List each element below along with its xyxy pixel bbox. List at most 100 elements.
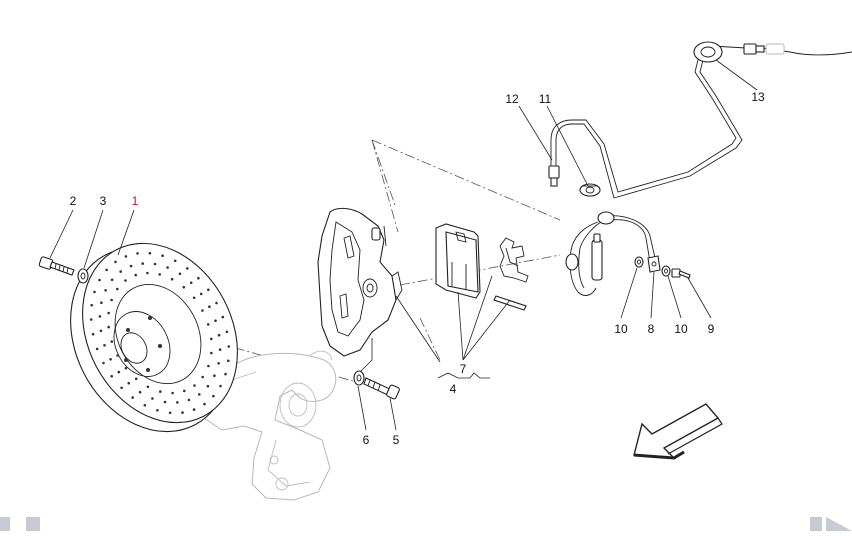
drill-hole bbox=[136, 252, 139, 255]
pipe-clip bbox=[579, 183, 601, 197]
drill-hole bbox=[199, 292, 203, 296]
drill-hole bbox=[171, 391, 174, 395]
drill-hole bbox=[151, 397, 154, 400]
drill-hole bbox=[89, 318, 93, 321]
drill-hole bbox=[134, 273, 137, 277]
drill-hole bbox=[127, 381, 131, 385]
drill-hole bbox=[198, 393, 201, 396]
brake-disc bbox=[70, 242, 238, 433]
callout-3: 3 bbox=[100, 194, 107, 208]
brake-pipe bbox=[550, 45, 852, 199]
drill-hole bbox=[214, 319, 217, 323]
callout-5: 5 bbox=[393, 433, 400, 447]
drill-hole bbox=[227, 345, 231, 348]
drill-hole bbox=[192, 408, 196, 411]
nav-left-icon[interactable] bbox=[0, 517, 44, 531]
disc-screw bbox=[38, 256, 75, 276]
drill-hole bbox=[124, 255, 128, 258]
drill-hole bbox=[213, 374, 216, 378]
drill-hole bbox=[99, 329, 103, 333]
sensor-bracket bbox=[647, 255, 661, 273]
drill-hole bbox=[192, 296, 196, 300]
drill-hole bbox=[193, 384, 196, 387]
drill-hole bbox=[104, 289, 107, 292]
disc-drill-holes bbox=[89, 251, 231, 415]
callout-10-right: 10 bbox=[674, 322, 688, 336]
caliper-washer bbox=[353, 370, 365, 386]
drill-hole bbox=[207, 288, 210, 292]
steering-knuckle bbox=[203, 350, 337, 501]
drill-hole bbox=[181, 411, 184, 414]
drill-hole bbox=[105, 268, 108, 272]
drill-hole bbox=[218, 348, 222, 351]
wear-sensor bbox=[565, 211, 657, 296]
drill-hole bbox=[120, 386, 123, 390]
drill-hole bbox=[201, 375, 204, 379]
callout-10-left: 10 bbox=[614, 322, 628, 336]
drill-hole bbox=[186, 267, 189, 270]
callout-2: 2 bbox=[70, 194, 77, 208]
callout-4: 4 bbox=[450, 382, 457, 396]
drill-hole bbox=[129, 264, 133, 268]
drill-hole bbox=[173, 259, 177, 263]
drill-hole bbox=[219, 384, 222, 388]
drill-hole bbox=[201, 309, 204, 312]
drill-hole bbox=[217, 333, 221, 337]
drill-hole bbox=[183, 389, 186, 393]
drill-hole bbox=[146, 385, 150, 389]
drill-hole bbox=[161, 254, 164, 257]
grommet bbox=[693, 41, 785, 63]
drill-hole bbox=[124, 366, 128, 370]
drill-hole bbox=[221, 315, 225, 319]
drill-hole bbox=[182, 285, 186, 289]
drill-hole bbox=[178, 272, 182, 276]
drill-hole bbox=[217, 362, 220, 365]
drill-hole bbox=[159, 390, 162, 393]
drill-hole bbox=[187, 398, 191, 402]
callout-6: 6 bbox=[363, 433, 370, 447]
drill-hole bbox=[225, 330, 229, 334]
drill-hole bbox=[176, 401, 179, 404]
drill-hole bbox=[100, 301, 103, 305]
drill-hole bbox=[110, 278, 114, 282]
direction-arrow-icon bbox=[633, 403, 723, 460]
drill-hole bbox=[168, 411, 172, 415]
drill-hole bbox=[203, 402, 206, 406]
callout-9: 9 bbox=[708, 322, 715, 336]
callout-13: 13 bbox=[751, 90, 765, 104]
callout-7: 7 bbox=[460, 362, 467, 376]
drill-hole bbox=[119, 270, 122, 273]
brake-pads bbox=[435, 223, 481, 299]
drill-hole bbox=[143, 403, 147, 407]
drill-hole bbox=[124, 279, 127, 282]
sensor-washer-b bbox=[661, 265, 671, 277]
drill-hole bbox=[163, 400, 167, 404]
drill-hole bbox=[102, 361, 105, 365]
drill-hole bbox=[210, 337, 213, 341]
drill-hole bbox=[166, 266, 169, 269]
nav-right-icon[interactable] bbox=[808, 517, 852, 531]
drill-hole bbox=[210, 351, 213, 355]
drill-hole bbox=[110, 340, 114, 343]
drill-hole bbox=[206, 323, 210, 326]
drill-hole bbox=[197, 276, 200, 280]
drill-hole bbox=[93, 290, 96, 294]
drill-hole bbox=[153, 262, 157, 266]
drill-hole bbox=[131, 396, 134, 399]
callout-1: 1 bbox=[132, 194, 139, 208]
caliper-bolt bbox=[363, 377, 400, 400]
drill-hole bbox=[206, 384, 210, 388]
brake-caliper bbox=[317, 207, 403, 357]
drill-hole bbox=[95, 347, 99, 351]
callout-12: 12 bbox=[505, 92, 519, 106]
drill-hole bbox=[134, 377, 138, 381]
drill-hole bbox=[141, 262, 144, 265]
drill-hole bbox=[110, 298, 113, 302]
drill-hole bbox=[107, 311, 110, 315]
anti-rattle-spring bbox=[499, 237, 529, 283]
drill-hole bbox=[98, 278, 101, 282]
drill-hole bbox=[138, 390, 142, 394]
drill-hole bbox=[98, 315, 102, 318]
drill-hole bbox=[215, 301, 218, 305]
